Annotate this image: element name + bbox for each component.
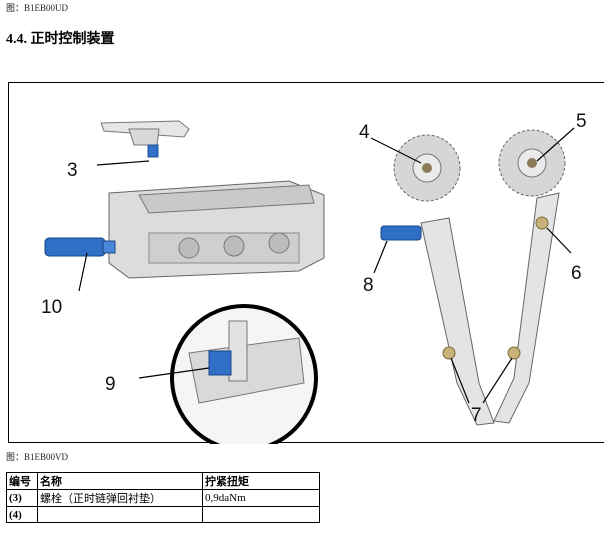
row-torque xyxy=(202,506,320,523)
callout-9: 9 xyxy=(105,374,116,395)
row-name xyxy=(37,506,203,523)
inset-detail-part-9 xyxy=(170,304,318,444)
row-code: (3) xyxy=(6,489,38,507)
top-figure-caption: 图：B1EB00UD xyxy=(6,3,69,13)
table-row: (3) 螺栓（正时链弹回衬垫） 0,9daNm xyxy=(6,489,320,507)
callout-6: 6 xyxy=(571,263,582,284)
callout-10: 10 xyxy=(41,297,62,318)
row-name: 螺栓（正时链弹回衬垫） xyxy=(37,489,203,507)
table-row: (4) xyxy=(6,506,320,523)
figure-illustration: 3 4 5 6 7 8 9 10 xyxy=(41,111,587,444)
cylinder-head xyxy=(108,180,325,279)
torque-table: 编号 名称 拧紧扭矩 (3) 螺栓（正时链弹回衬垫） 0,9daNm (4) xyxy=(6,472,320,523)
bolt-part-8 xyxy=(380,225,422,241)
header-code: 编号 xyxy=(6,472,38,490)
callout-4: 4 xyxy=(359,122,370,143)
figure-caption: 图：B1EB00VD xyxy=(6,452,69,462)
row-code: (4) xyxy=(6,506,38,523)
camshaft-sprocket-part-4 xyxy=(393,134,461,202)
callout-8: 8 xyxy=(363,275,374,296)
chain-guide-part-3 xyxy=(100,120,190,158)
callout-5: 5 xyxy=(576,111,587,132)
timing-control-figure: 3 4 5 6 7 8 9 10 xyxy=(8,82,604,444)
camshaft-sprocket-part-5 xyxy=(498,129,566,197)
row-torque: 0,9daNm xyxy=(202,489,320,507)
header-name: 名称 xyxy=(37,472,203,490)
section-heading: 4.4. 正时控制装置 xyxy=(6,32,115,47)
tensioner-guides xyxy=(420,192,560,426)
header-torque: 拧紧扭矩 xyxy=(202,472,320,490)
callout-3: 3 xyxy=(67,160,78,181)
table-header-row: 编号 名称 拧紧扭矩 xyxy=(6,472,320,490)
callout-7: 7 xyxy=(471,405,482,426)
solenoid-valve-part-10 xyxy=(44,237,116,257)
leader-lines xyxy=(78,127,575,404)
